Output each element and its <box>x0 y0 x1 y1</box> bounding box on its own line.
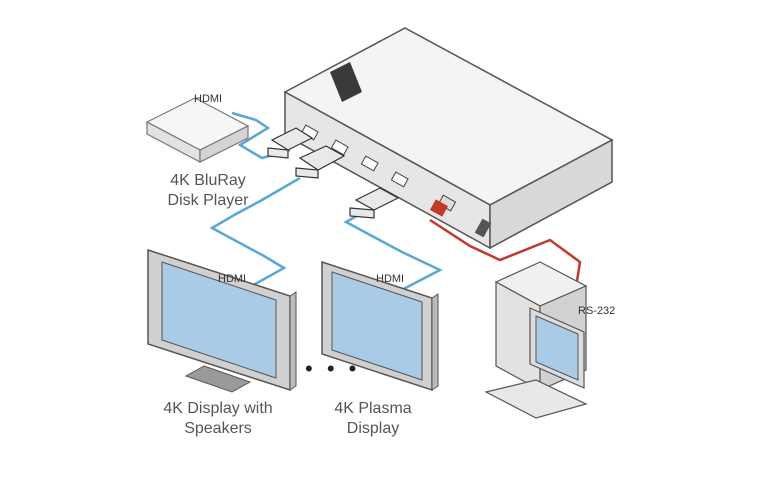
hdmi-display2-label: HDMI <box>376 273 405 285</box>
display-icon <box>147 248 297 393</box>
source-name-line2: Disk Player <box>167 192 249 209</box>
display1-name-line1: 4K Display with <box>163 400 273 417</box>
rs232-cable <box>429 218 582 301</box>
ellipsis: • • • <box>305 356 361 381</box>
distribution-amplifier-icon <box>283 27 614 250</box>
rs232-label: RS-232 <box>578 305 616 317</box>
display2-name-line1: 4K Plasma <box>334 400 412 417</box>
display2-name-line2: Display <box>346 420 400 437</box>
plasma-display-icon <box>321 260 439 392</box>
display2-name: 4K Plasma Display <box>318 399 428 439</box>
hdmi-display1-label: HDMI <box>218 273 247 285</box>
bluray-player-icon <box>145 97 250 163</box>
display1-name-line2: Speakers <box>184 420 252 437</box>
source-device-name: 4K BluRay Disk Player <box>148 171 268 211</box>
hdmi-source-label: HDMI <box>194 93 223 105</box>
source-name-line1: 4K BluRay <box>170 172 246 189</box>
hdmi-connector-icon <box>267 127 400 219</box>
computer-icon <box>484 261 588 419</box>
display1-name: 4K Display with Speakers <box>148 399 288 439</box>
